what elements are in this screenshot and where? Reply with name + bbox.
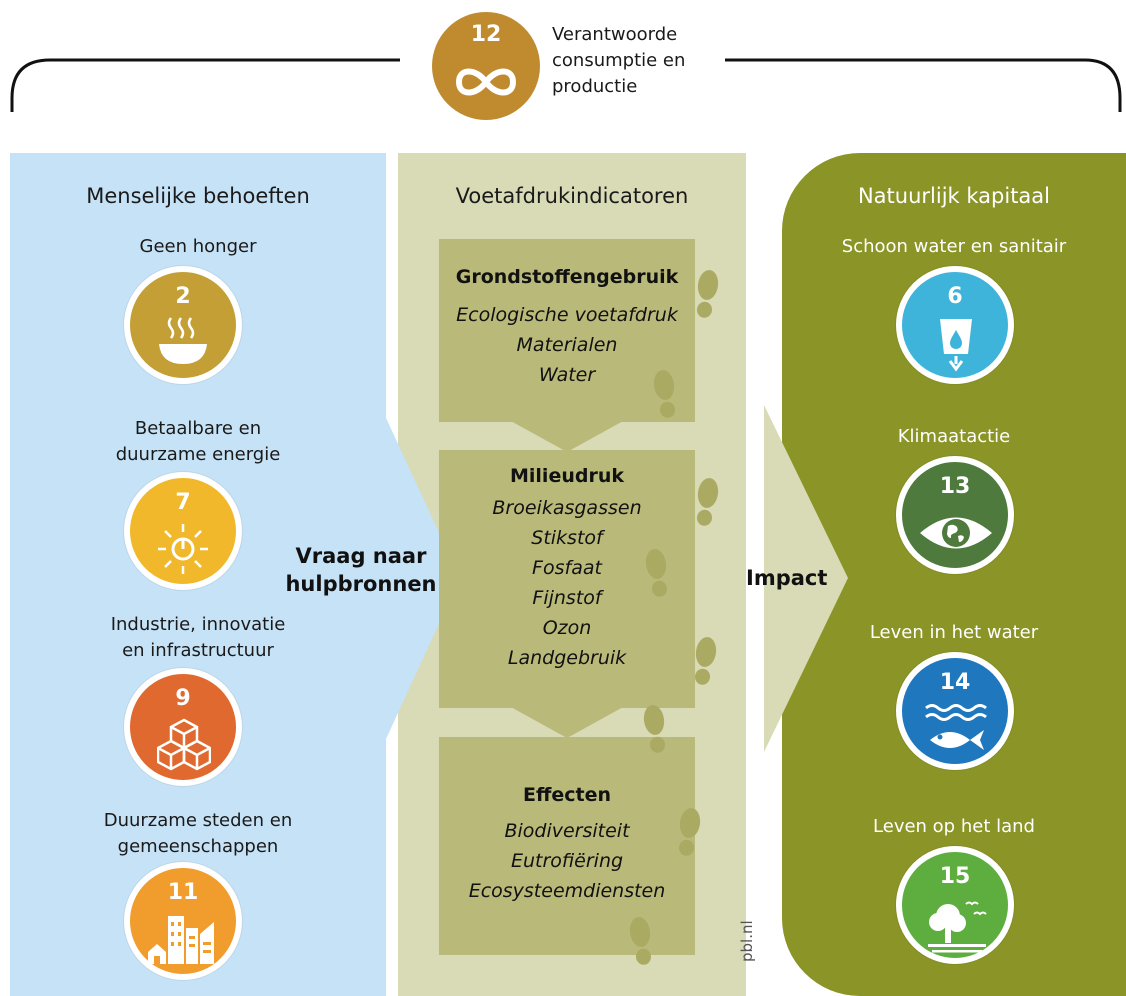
demand-arrow [380,405,460,752]
goal-9-label: Industrie, innovatie en infrastructuur [110,614,286,661]
water-glass-icon [940,319,972,372]
goal-11-label: Duurzame steden en gemeenschappen [103,810,293,857]
goal-12-number: 12 [470,22,502,47]
tree-birds-icon [928,901,987,953]
footprint-icon [628,915,655,967]
impact-arrow-label: Impact [746,566,828,590]
box-1-text: Grondstoffengebruik Ecologische voetafdr… [439,266,695,390]
box-2-item: Stikstof [531,527,603,549]
fish-waves-icon [925,704,987,750]
source-credit: pbl.nl [738,920,756,962]
box-1-item: Water [538,364,596,386]
box-3-text: Effecten Biodiversiteit Eutrofiëring Eco… [439,784,695,906]
city-icon [148,916,214,964]
goal-11-badge: 11 [124,862,242,980]
goal-15-label: Leven op het land [873,816,1035,837]
bowl-icon [159,317,207,364]
box-connector-1 [509,420,625,452]
goal-14-label: Leven in het water [869,622,1039,643]
goal-7-label: Betaalbare en duurzame energie [115,418,281,465]
box-connector-2 [509,706,625,738]
box-grondstoffengebruik [439,239,695,422]
box-2-item: Fosfaat [532,557,602,579]
box-1-title: Grondstoffengebruik [455,266,679,288]
box-1-item: Ecologische voetafdruk [456,304,678,326]
goal-12-badge: 12 [432,12,540,120]
box-1-item: Materialen [516,334,618,356]
box-3-item: Biodiversiteit [504,820,630,842]
box-2-title: Milieudruk [510,465,624,487]
goal-15-badge: 15 [896,846,1014,964]
footprint-icon [693,476,720,528]
sun-power-icon [158,524,208,574]
earth-eye-icon [920,517,992,549]
footprint-icon [644,547,671,599]
box-milieudruk [439,450,695,708]
goal-2-badge: 2 [124,266,242,384]
goal-7-badge: 7 [124,472,242,590]
footprint-icon [693,268,720,320]
footprint-icon [675,806,702,858]
middle-column-title: Voetafdrukindicatoren [455,184,689,208]
goal-6-label: Schoon water en sanitair [841,236,1067,257]
goal-9-badge: 9 [124,668,242,786]
box-3-item: Ecosysteemdiensten [468,880,666,902]
footprint-icon [691,635,718,687]
impact-arrow [764,405,848,752]
goal-14-badge: 14 [896,652,1014,770]
box-effecten [439,737,695,955]
left-column-title: Menselijke behoeften [86,184,310,208]
infinity-icon [455,68,517,96]
box-2-item: Ozon [542,617,592,639]
header-bracket [10,58,1122,112]
goal-6-badge: 6 [896,266,1014,384]
goal-2-label: Geen honger [139,236,257,257]
box-3-item: Eutrofiëring [510,850,624,872]
box-2-item: Fijnstof [532,587,602,609]
footprint-icon [642,703,669,755]
footprint-icon [652,368,679,420]
goal-13-badge: 13 [896,456,1014,574]
box-2-item: Broeikasgassen [492,497,642,519]
cubes-icon [157,718,211,771]
box-2-item: Landgebruik [507,647,627,669]
demand-arrow-label: Vraag naar hulpbronnen [285,544,437,596]
goal-12-title: Verantwoorde consumptie en productie [552,24,686,97]
goal-13-label: Klimaatactie [897,426,1011,447]
box-2-text: Milieudruk Broeikasgassen Stikstof Fosfa… [439,465,695,673]
box-3-title: Effecten [522,784,611,806]
right-column-title: Natuurlijk kapitaal [857,184,1051,208]
